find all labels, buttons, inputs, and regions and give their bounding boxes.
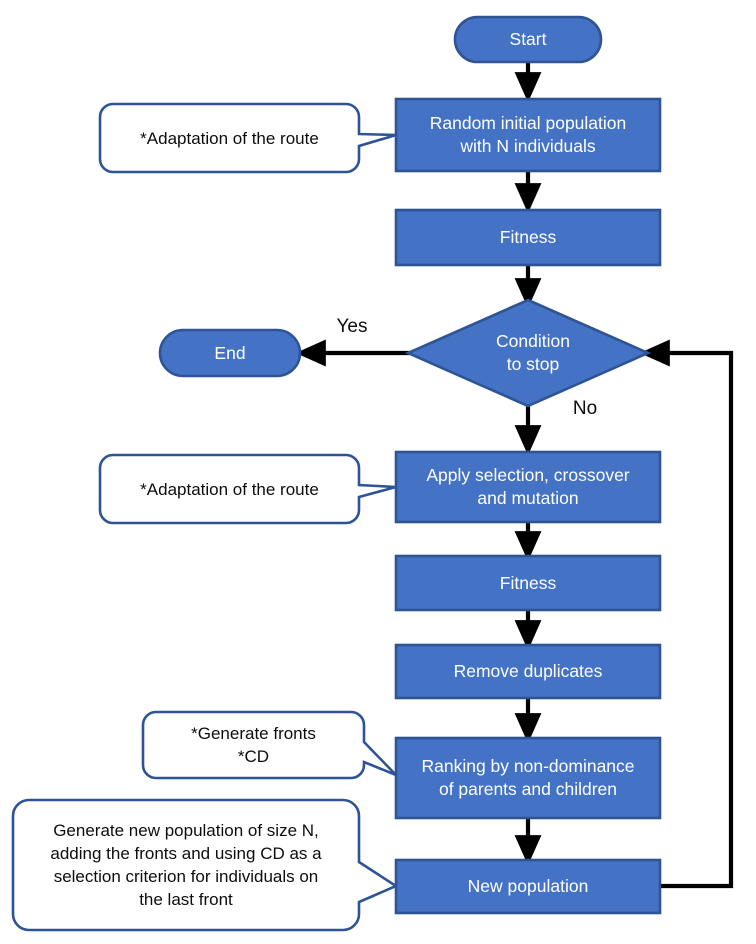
node-shapes	[158, 15, 662, 915]
node-operators-shape[interactable]	[394, 450, 662, 524]
node-dedup-shape[interactable]	[394, 643, 662, 700]
callout-init-label: *Adaptation of the route	[140, 128, 319, 148]
node-ranking-shape[interactable]	[394, 736, 662, 820]
callout-ranking-label: *Generate fronts *CD	[191, 724, 316, 766]
yes-label: Yes	[336, 316, 368, 337]
callout-newpop-label: Generate new population of size N, addin…	[50, 821, 322, 909]
edge-newpop-loop-to-cond	[639, 339, 734, 889]
node-fitness1-shape[interactable]	[394, 208, 662, 267]
callout-ops-shape[interactable]	[98, 453, 397, 525]
connectors	[295, 62, 734, 889]
no-label: No	[572, 398, 598, 419]
node-fitness2-shape[interactable]	[394, 554, 662, 612]
callout-shapes	[11, 102, 399, 932]
node-condition-shape[interactable]	[404, 298, 652, 408]
node-start-shape[interactable]	[453, 15, 603, 64]
node-init-shape[interactable]	[394, 97, 662, 173]
callout-newpop-shape[interactable]	[11, 798, 399, 932]
node-end-shape[interactable]	[158, 328, 302, 378]
callout-ops-label: *Adaptation of the route	[140, 479, 319, 499]
callout-ranking-shape[interactable]	[141, 710, 397, 780]
node-newpop-shape[interactable]	[394, 858, 662, 915]
callout-init-shape[interactable]	[98, 102, 397, 174]
